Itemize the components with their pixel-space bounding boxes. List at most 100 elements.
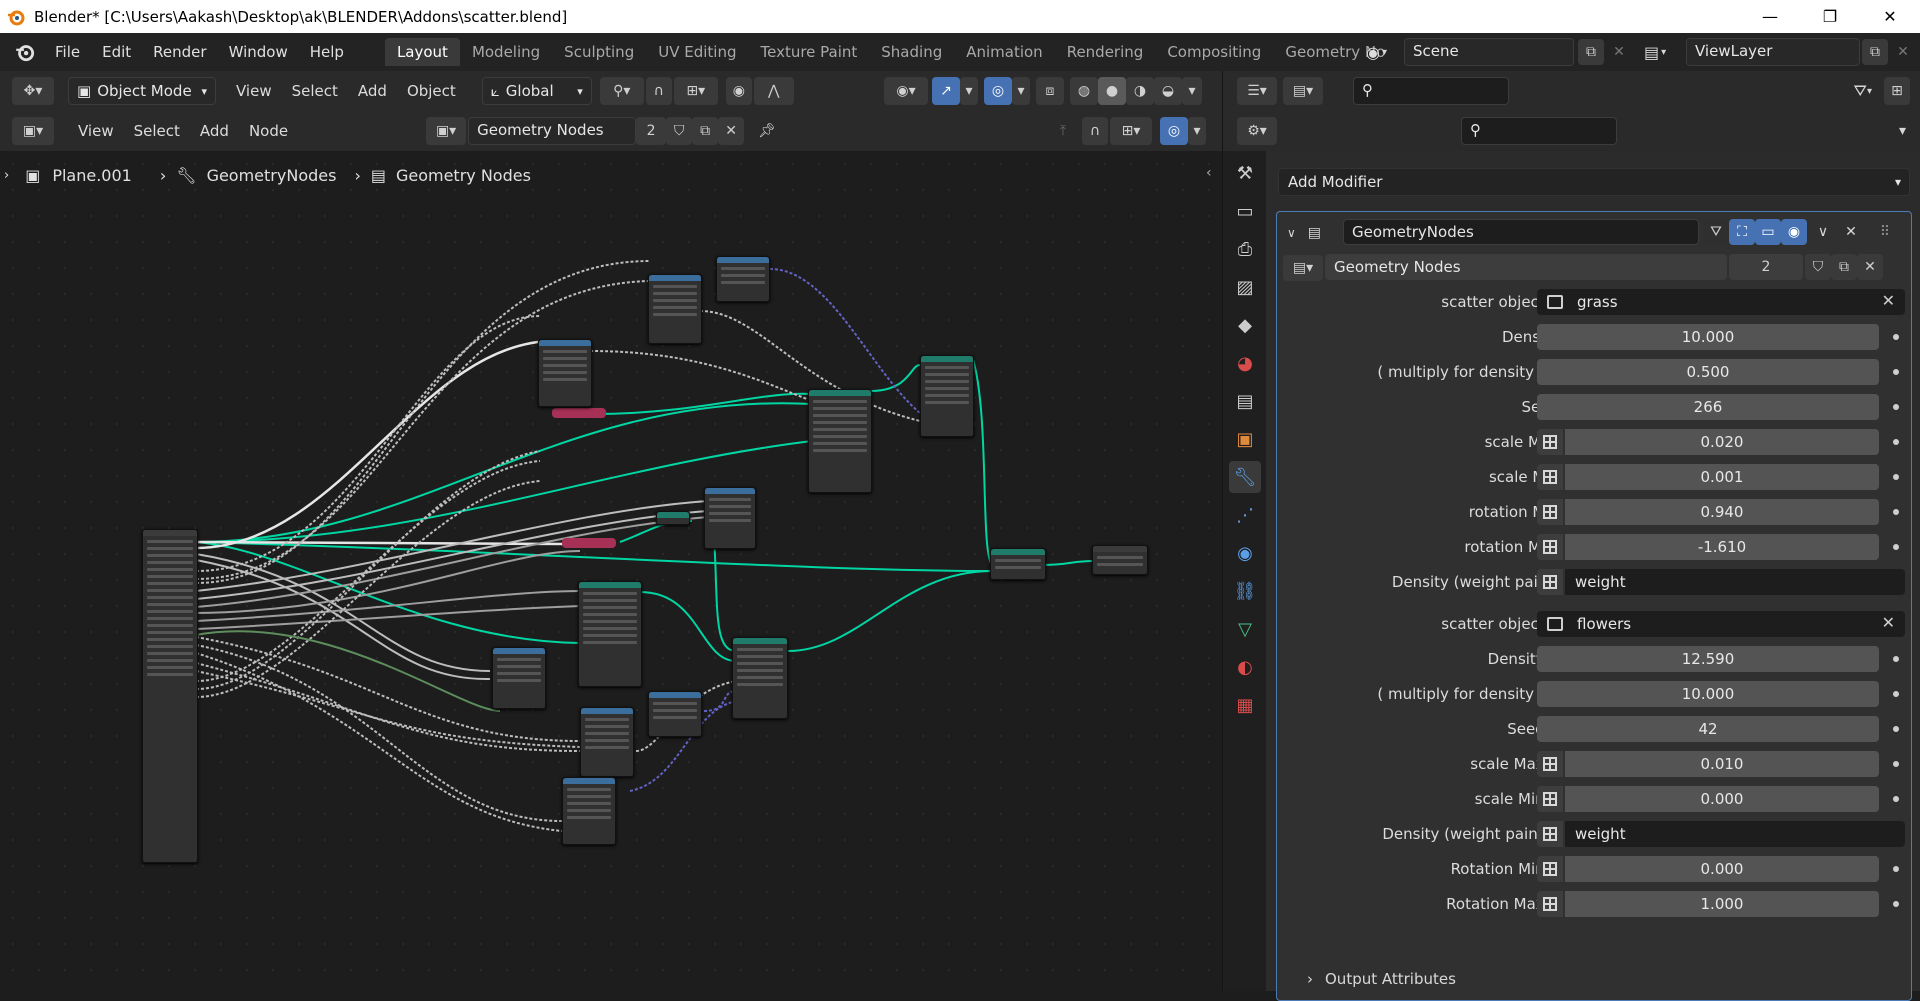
parent-node-tree-button[interactable]: ⤒ [1050, 117, 1076, 145]
gizmo-dropdown[interactable]: ▾ [960, 77, 978, 105]
viewport-menu-add[interactable]: Add [357, 82, 387, 100]
tab-tool[interactable]: ⚒ [1229, 157, 1261, 189]
tab-texture-paint[interactable]: Texture Paint [760, 43, 858, 61]
number-field[interactable]: 10.000 [1537, 681, 1879, 707]
menu-help[interactable]: Help [309, 43, 344, 61]
node-menu-select[interactable]: Select [133, 122, 180, 140]
attribute-toggle-button[interactable] [1537, 569, 1563, 595]
tab-world[interactable]: ◕ [1229, 347, 1261, 379]
unlink-node-group-button[interactable]: ✕ [718, 117, 745, 145]
attribute-toggle-button[interactable] [1537, 856, 1563, 882]
realize-node[interactable] [656, 511, 690, 525]
attribute-toggle-button[interactable] [1537, 429, 1563, 455]
instance-on-points-node[interactable] [920, 355, 974, 437]
fake-user-button[interactable]: ⛉ [666, 117, 693, 145]
object-picker-field[interactable]: flowers✕ [1537, 611, 1905, 637]
menu-edit[interactable]: Edit [102, 43, 132, 61]
node-snap-toggle[interactable]: ∩ [1082, 117, 1108, 145]
properties-editor-type[interactable]: ⚙▾ [1237, 117, 1277, 145]
tab-uv-editing[interactable]: UV Editing [658, 43, 737, 61]
properties-options-dropdown[interactable]: ▾ [1899, 123, 1906, 139]
maximize-button[interactable]: ❐ [1822, 7, 1838, 26]
view-layer-selector-button[interactable]: ▤▾ [1644, 38, 1684, 66]
new-view-layer-button[interactable]: ⧉ [1862, 39, 1888, 65]
node-editor-type-button[interactable]: ▣▾ [12, 117, 54, 145]
modifier-name-field[interactable]: GeometryNodes [1343, 219, 1699, 245]
keyframe-dot-icon[interactable] [1893, 439, 1899, 445]
minimize-button[interactable]: — [1762, 7, 1778, 26]
falloff-button[interactable]: ⋀ [753, 77, 794, 105]
snap-toggle[interactable]: ∩ [645, 77, 672, 105]
attribute-toggle-button[interactable] [1537, 751, 1563, 777]
number-field[interactable]: 42 [1537, 716, 1879, 742]
snap-target-button[interactable]: ⊞▾ [673, 77, 718, 105]
tab-constraints[interactable]: ⛓ [1229, 575, 1261, 607]
number-field[interactable]: 0.010 [1565, 751, 1879, 777]
scene-name-field[interactable]: Scene [1404, 38, 1574, 66]
number-field[interactable]: 0.000 [1565, 856, 1879, 882]
scene-selector-button[interactable]: ◉▾ [1366, 38, 1402, 66]
node-group-users-count[interactable]: 2 [636, 117, 667, 145]
menu-file[interactable]: File [55, 43, 81, 61]
node-menu-add[interactable]: Add [199, 122, 229, 140]
collapse-chevron-icon[interactable]: ∨ [1287, 226, 1296, 240]
keyframe-dot-icon[interactable] [1893, 901, 1899, 907]
cage-toggle[interactable]: ⛶ [1729, 219, 1755, 245]
tab-rendering[interactable]: Rendering [1066, 43, 1144, 61]
node-group-fake-user[interactable]: ⛉ [1805, 254, 1831, 280]
node-group-browse-button[interactable]: ▤▾ [1283, 255, 1323, 281]
outliner-search-input[interactable]: ⚲ [1353, 77, 1509, 105]
random-value-node[interactable] [580, 707, 634, 777]
attribute-toggle-button[interactable] [1537, 786, 1563, 812]
keyframe-dot-icon[interactable] [1893, 726, 1899, 732]
shading-dropdown[interactable]: ▾ [1182, 77, 1202, 105]
attribute-toggle-button[interactable] [1537, 499, 1563, 525]
add-modifier-dropdown[interactable]: Add Modifier ▾ [1278, 168, 1910, 196]
modifier-options-dropdown[interactable]: ∨ [1813, 219, 1833, 245]
node-group-field[interactable]: Geometry Nodes [1325, 254, 1727, 280]
shading-material[interactable]: ◑ [1126, 77, 1154, 105]
gizmo-toggle[interactable]: ↗ [932, 77, 960, 105]
sidebar-toggle[interactable]: ‹ [1206, 165, 1212, 181]
number-field[interactable]: 266 [1537, 394, 1879, 420]
node-editor-canvas[interactable]: › ▣ Plane.001 › 🔧︎ GeometryNodes › ▤ Geo… [0, 151, 1222, 991]
tab-material[interactable]: ◐ [1229, 651, 1261, 683]
number-field[interactable]: 0.940 [1565, 499, 1879, 525]
shading-solid[interactable]: ● [1098, 77, 1126, 105]
tab-shading[interactable]: Shading [881, 43, 943, 61]
number-field[interactable]: 0.500 [1537, 359, 1879, 385]
node-group-duplicate[interactable]: ⧉ [1831, 254, 1857, 280]
number-field[interactable]: -1.610 [1565, 534, 1879, 560]
blender-menu-icon[interactable] [12, 41, 38, 63]
transform-orientation-dropdown[interactable]: ⟀ Global ▾ [481, 77, 592, 105]
tab-modeling[interactable]: Modeling [471, 43, 541, 61]
random-value-node[interactable] [562, 777, 616, 845]
tab-collection[interactable]: ▤ [1229, 385, 1261, 417]
keyframe-dot-icon[interactable] [1893, 334, 1899, 340]
keyframe-dot-icon[interactable] [1893, 796, 1899, 802]
combine-xyz-node[interactable] [716, 256, 770, 302]
attribute-name-input[interactable]: weight [1565, 821, 1905, 847]
group-output-node[interactable] [1092, 545, 1148, 575]
shading-rendered[interactable]: ◒ [1154, 77, 1182, 105]
tab-layout[interactable]: Layout [384, 38, 460, 66]
duplicate-node-group-button[interactable]: ⧉ [692, 117, 719, 145]
editor-type-button[interactable]: ✥▾ [12, 77, 54, 105]
distribute-points-node[interactable] [578, 581, 642, 687]
clear-icon[interactable]: ✕ [1881, 613, 1895, 632]
node-group-user-count[interactable]: 2 [1729, 254, 1803, 280]
random-value-node[interactable] [538, 339, 592, 407]
object-mode-dropdown[interactable]: ▣ Object Mode ▾ [68, 77, 216, 105]
render-toggle[interactable]: ◉ [1781, 219, 1807, 245]
visibility-button[interactable]: ◉▾ [884, 77, 928, 105]
node-overlay-dropdown[interactable]: ▾ [1188, 117, 1206, 145]
object-info-node[interactable] [704, 487, 756, 549]
node-overlay-toggle[interactable]: ◎ [1160, 117, 1188, 145]
view-layer-field[interactable]: ViewLayer [1686, 38, 1860, 66]
keyframe-dot-icon[interactable] [1893, 369, 1899, 375]
pin-button[interactable]: 📌︎ [754, 117, 780, 145]
viewport-menu-view[interactable]: View [236, 82, 272, 100]
tab-texture[interactable]: ▦ [1229, 689, 1261, 721]
outliner-editor-type[interactable]: ☰▾ [1237, 77, 1277, 105]
keyframe-dot-icon[interactable] [1893, 691, 1899, 697]
